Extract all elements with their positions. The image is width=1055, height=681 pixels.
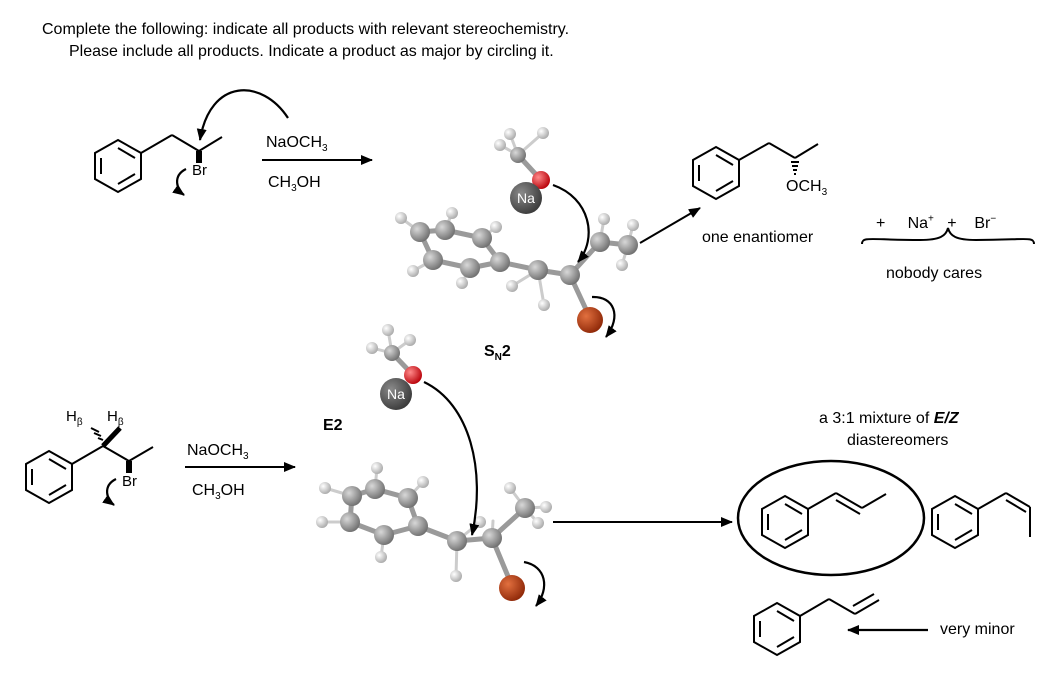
terminal-alkene-structure — [753, 593, 880, 657]
z-alkene-structure — [931, 492, 1031, 550]
byproducts-note: nobody cares — [886, 265, 983, 282]
sn2-ball-stick-model: Na — [395, 127, 639, 338]
sodium-ion-top — [510, 182, 542, 214]
top-reagent-base: NaOCH — [266, 134, 323, 151]
bottom-leaving-group-arrow — [102, 478, 117, 506]
bottom-solvent-pre: CH — [192, 482, 216, 499]
sodium-label-top: Na — [517, 190, 535, 206]
instruction-line-1: Complete the following: indicate all pro… — [42, 21, 570, 38]
top-solvent-pre: CH — [268, 174, 292, 191]
sn2-mechanism-label: SN2 — [484, 343, 511, 364]
bottom-solvent-post: OH — [220, 482, 245, 499]
bottom-reagent-base: NaOCH — [187, 442, 244, 459]
br-label-bottom: Br — [122, 473, 137, 490]
top-product-structure — [692, 142, 819, 201]
byproducts-brace — [861, 227, 1035, 245]
h-beta-1-h: H — [66, 408, 77, 425]
h-beta-label-2: Hβ — [107, 408, 124, 428]
br-label-top: Br — [192, 162, 207, 179]
product-substituent-label: OCH3 — [786, 178, 828, 199]
top-solvent-post: OH — [296, 174, 321, 191]
e2-ball-stick-model: Na — [316, 324, 552, 607]
h-beta-label-1: Hβ — [66, 408, 83, 428]
bottom-solvent-sub: 3 — [215, 491, 221, 503]
bottom-substrate-structure — [25, 426, 154, 505]
top-reagent-label: NaOCH3 — [266, 134, 328, 155]
product-substituent-sub: 3 — [821, 187, 828, 199]
byproduct-bromide-charge: − — [990, 213, 997, 225]
top-solvent-sub: 3 — [291, 183, 297, 195]
bottom-reagent-label: NaOCH3 — [187, 442, 249, 463]
sn2-number: 2 — [501, 343, 511, 360]
bottom-reagent-sub: 3 — [243, 451, 249, 463]
top-curved-arrows — [172, 89, 289, 196]
e-alkene-structure — [761, 492, 887, 550]
byproduct-sodium: Na — [907, 215, 929, 232]
mixture-note-line-2: diastereomers — [847, 432, 949, 449]
sodium-label-bottom: Na — [387, 386, 405, 402]
h-beta-2-h: H — [107, 408, 118, 425]
sn2-s: S — [484, 343, 495, 360]
byproducts-line: + Na+ + Br− — [876, 213, 997, 233]
byproduct-bromide: Br — [974, 215, 991, 232]
mixture-pre: a 3:1 mixture of — [819, 410, 934, 427]
e2-mechanism-label: E2 — [323, 417, 343, 434]
h-beta-2-sub: β — [117, 417, 124, 428]
mixture-note-line-1: a 3:1 mixture of E/Z — [819, 410, 959, 428]
product-substituent-base: OCH — [786, 178, 822, 195]
byproduct-sodium-charge: + — [928, 213, 934, 225]
byproducts-plus-1: + — [876, 215, 886, 232]
byproducts-plus-2: + — [947, 215, 957, 232]
product-arrow — [639, 207, 701, 244]
top-solvent-label: CH3OH — [268, 174, 321, 195]
mixture-ratio: E/Z — [933, 410, 959, 427]
top-reagent-sub: 3 — [322, 143, 328, 155]
h-beta-1-sub: β — [76, 417, 83, 428]
instruction-line-2: Please include all products. Indicate a … — [69, 43, 554, 60]
very-minor-note: very minor — [940, 621, 1015, 638]
major-product-circle — [736, 459, 926, 577]
top-substrate-structure — [94, 134, 223, 194]
sodium-ion-bottom — [380, 378, 412, 410]
bottom-solvent-label: CH3OH — [192, 482, 245, 503]
sn2-sub: N — [494, 352, 502, 364]
enantiomer-note: one enantiomer — [702, 229, 814, 246]
